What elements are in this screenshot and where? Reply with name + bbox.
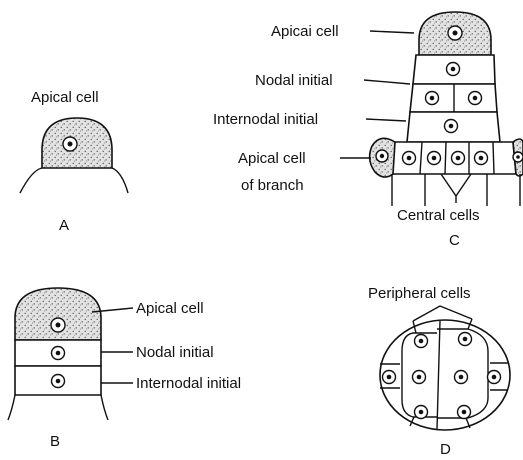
panel-c: Apicai cell Nodal initial Internodal ini… (213, 12, 523, 249)
panel-c-internodal-leader (366, 119, 406, 121)
panel-d-peripheral-nucleus-top-right (459, 333, 472, 346)
panel-a-filament-outline (20, 168, 128, 193)
panel-c-node-nucleus-3 (452, 152, 465, 165)
panel-c-central-cell-wedge (441, 174, 471, 196)
panel-b-apical-nucleus (51, 318, 65, 332)
panel-d-peripheral-nucleus-bottom-right (458, 406, 471, 419)
panel-d-peripheral-cells-label: Peripheral cells (368, 285, 471, 302)
panel-c-branch-left-nucleus (376, 150, 388, 162)
panel-c-upper-segment-nucleus (447, 63, 460, 76)
panel-d: Peripheral cells D (368, 285, 510, 458)
panel-c-letter: C (449, 232, 460, 249)
panel-c-nodal-leader (364, 80, 410, 84)
panel-c-apical-cell-label: Apicai cell (271, 23, 339, 40)
panel-c-branch-right-nucleus (513, 152, 523, 162)
panel-d-peripheral-leader (413, 306, 472, 321)
panel-d-peripheral-nucleus-right (488, 371, 501, 384)
panel-c-branch-label-line1: Apical cell (238, 150, 306, 167)
panel-c-apical-nucleus (448, 26, 462, 40)
panel-a-letter: A (59, 217, 69, 234)
panel-b-nodal-nucleus (52, 347, 65, 360)
panel-c-node-nucleus-1 (403, 152, 416, 165)
panel-d-peripheral-nucleus-top-left (415, 335, 428, 348)
panel-b: Apical cell Nodal initial Internodal ini… (8, 288, 241, 450)
panel-d-peripheral-nucleus-left (383, 371, 396, 384)
panel-b-nodal-initial-label: Nodal initial (136, 344, 214, 361)
panel-c-nodal-nucleus-right (469, 92, 482, 105)
panel-a-apical-cell-label: Apical cell (31, 89, 99, 106)
panel-b-apical-cell-label: Apical cell (136, 300, 204, 317)
panel-b-filament-base (8, 395, 108, 420)
panel-c-nodal-nucleus-left (426, 92, 439, 105)
panel-c-central-cells-label: Central cells (397, 207, 480, 224)
panel-c-internodal-initial-label: Internodal initial (213, 111, 318, 128)
panel-c-internodal-nucleus (445, 120, 458, 133)
panel-b-letter: B (50, 433, 60, 450)
panel-c-nodal-initial-label: Nodal initial (255, 72, 333, 89)
panel-a: Apical cell A (20, 89, 128, 234)
panel-c-node-nucleus-4 (475, 152, 488, 165)
panel-d-peripheral-nucleus-bottom-left (415, 406, 428, 419)
panel-b-internodal-initial-label: Internodal initial (136, 375, 241, 392)
panel-a-nucleus (63, 137, 77, 151)
panel-b-internodal-nucleus (52, 375, 65, 388)
panel-c-branch-label-line2: of branch (241, 177, 304, 194)
panel-d-central-nucleus-left (413, 371, 426, 384)
panel-d-letter: D (440, 441, 451, 458)
panel-c-apical-leader (370, 31, 414, 33)
panel-d-central-nucleus-right (455, 371, 468, 384)
panel-c-node-nucleus-2 (428, 152, 441, 165)
